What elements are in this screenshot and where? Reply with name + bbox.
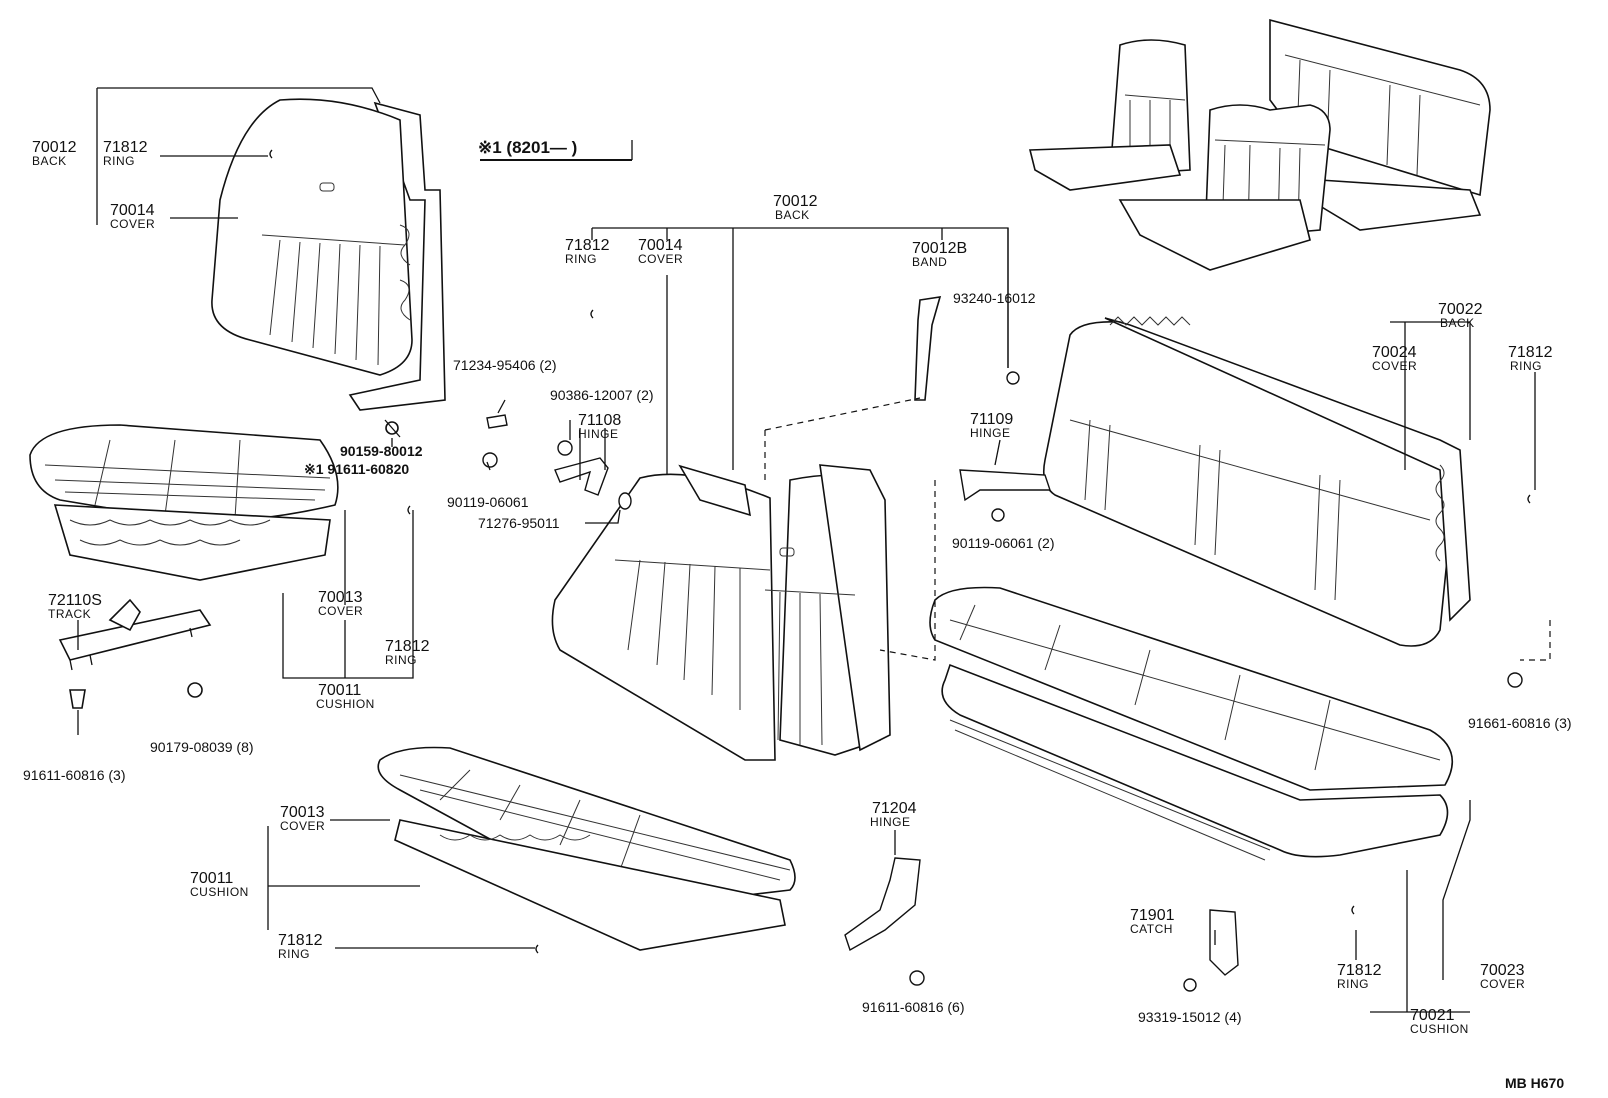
leader-lines [77, 87, 1551, 1013]
callout-71812f-num: 71812 [1337, 962, 1382, 979]
callout-70011-sub: CUSHION [316, 697, 375, 711]
part-91661-60816: 91661-60816 (3) [1468, 715, 1572, 731]
part-93240-16012: 93240-16012 [953, 290, 1036, 306]
callout-70013-sub: COVER [318, 604, 363, 618]
callout-71108-sub: HINGE [578, 427, 619, 441]
callout-70012-center-sub: BACK [775, 208, 810, 222]
callout-71901-num: 71901 [1130, 907, 1175, 924]
callout-71901-sub: CATCH [1130, 922, 1173, 936]
callout-70011-num: 70011 [318, 682, 361, 699]
part-90159-80012: 90159-80012 [340, 443, 423, 459]
callout-71812e-num: 71812 [278, 932, 323, 949]
callout-71204-sub: HINGE [870, 815, 911, 829]
part-90179-08039: 90179-08039 (8) [150, 739, 254, 755]
callout-71812e-sub: RING [278, 947, 310, 961]
callout-70014c-num: 70014 [638, 237, 683, 254]
part-91611-60816-3: 91611-60816 (3) [23, 767, 125, 783]
callout-70011c-num: 70011 [190, 870, 233, 887]
assembled-seats-drawing [1028, 18, 1491, 271]
callout-70024-sub: COVER [1372, 359, 1417, 373]
callout-70011c-sub: CUSHION [190, 885, 249, 899]
part-71276-95011: 71276-95011 [478, 515, 560, 531]
callout-70022-sub: BACK [1440, 316, 1475, 330]
part-91611-60820: ※1 91611-60820 [304, 461, 409, 477]
split-bench-back-drawing [551, 464, 891, 761]
callout-labels: 70012 BACK 71812 RING 70014 COVER 90159-… [23, 139, 1572, 1036]
part-93319-15012: 93319-15012 (4) [1138, 1009, 1242, 1025]
callout-71812f-sub: RING [1337, 977, 1369, 991]
bucket-seat-back-drawing [211, 98, 446, 438]
callout-71812d-sub: RING [1510, 359, 1542, 373]
part-71234-95406: 71234-95406 (2) [453, 357, 557, 373]
series-note: ※1 (8201— ) [478, 138, 577, 157]
callout-71812d-num: 71812 [1508, 344, 1553, 361]
part-91611-60816-6: 91611-60816 (6) [862, 999, 964, 1015]
callout-71812c-sub: RING [565, 252, 597, 266]
callout-70021-num: 70021 [1410, 1007, 1455, 1024]
callout-70014-sub: COVER [110, 217, 155, 231]
callout-71812b-sub: RING [385, 653, 417, 667]
callout-70024-num: 70024 [1372, 344, 1417, 361]
callout-71812-sub: RING [103, 154, 135, 168]
callout-70021-sub: CUSHION [1410, 1022, 1469, 1036]
callout-71109-num: 71109 [970, 411, 1013, 428]
part-90119-06061: 90119-06061 [447, 494, 529, 510]
callout-71812b-num: 71812 [385, 638, 430, 655]
callout-70013c-num: 70013 [280, 804, 325, 821]
callout-70012b-num: 70012B [912, 240, 967, 257]
diagram-code: MB H670 [1505, 1075, 1564, 1091]
callout-70013c-sub: COVER [280, 819, 325, 833]
callout-71109-sub: HINGE [970, 426, 1011, 440]
bench-cushion-drawing [929, 586, 1454, 861]
seat-track-drawing [58, 598, 212, 709]
callout-70014-num: 70014 [110, 202, 155, 219]
callout-72110s-num: 72110S [48, 592, 102, 609]
bucket-seat-cushion-drawing [29, 424, 339, 581]
callout-70022-num: 70022 [1438, 301, 1483, 318]
callout-70023-sub: COVER [1480, 977, 1525, 991]
split-bench-cushion-drawing [377, 746, 796, 951]
callout-70012b-sub: BAND [912, 255, 947, 269]
callout-71812c-num: 71812 [565, 237, 610, 254]
callout-70013-num: 70013 [318, 589, 363, 606]
part-90386-12007: 90386-12007 (2) [550, 387, 654, 403]
callout-71108-num: 71108 [578, 412, 621, 429]
small-hardware-drawing [269, 149, 1531, 992]
callout-70012-num: 70012 [32, 139, 77, 156]
callout-70012-sub: BACK [32, 154, 67, 168]
part-90119-06061-2: 90119-06061 (2) [952, 535, 1054, 551]
callout-72110s-sub: TRACK [48, 607, 91, 621]
callout-70012-center-num: 70012 [773, 193, 818, 210]
callout-71812-num: 71812 [103, 139, 148, 156]
callout-70023-num: 70023 [1480, 962, 1525, 979]
callout-70014c-sub: COVER [638, 252, 683, 266]
callout-71204-num: 71204 [872, 800, 917, 817]
